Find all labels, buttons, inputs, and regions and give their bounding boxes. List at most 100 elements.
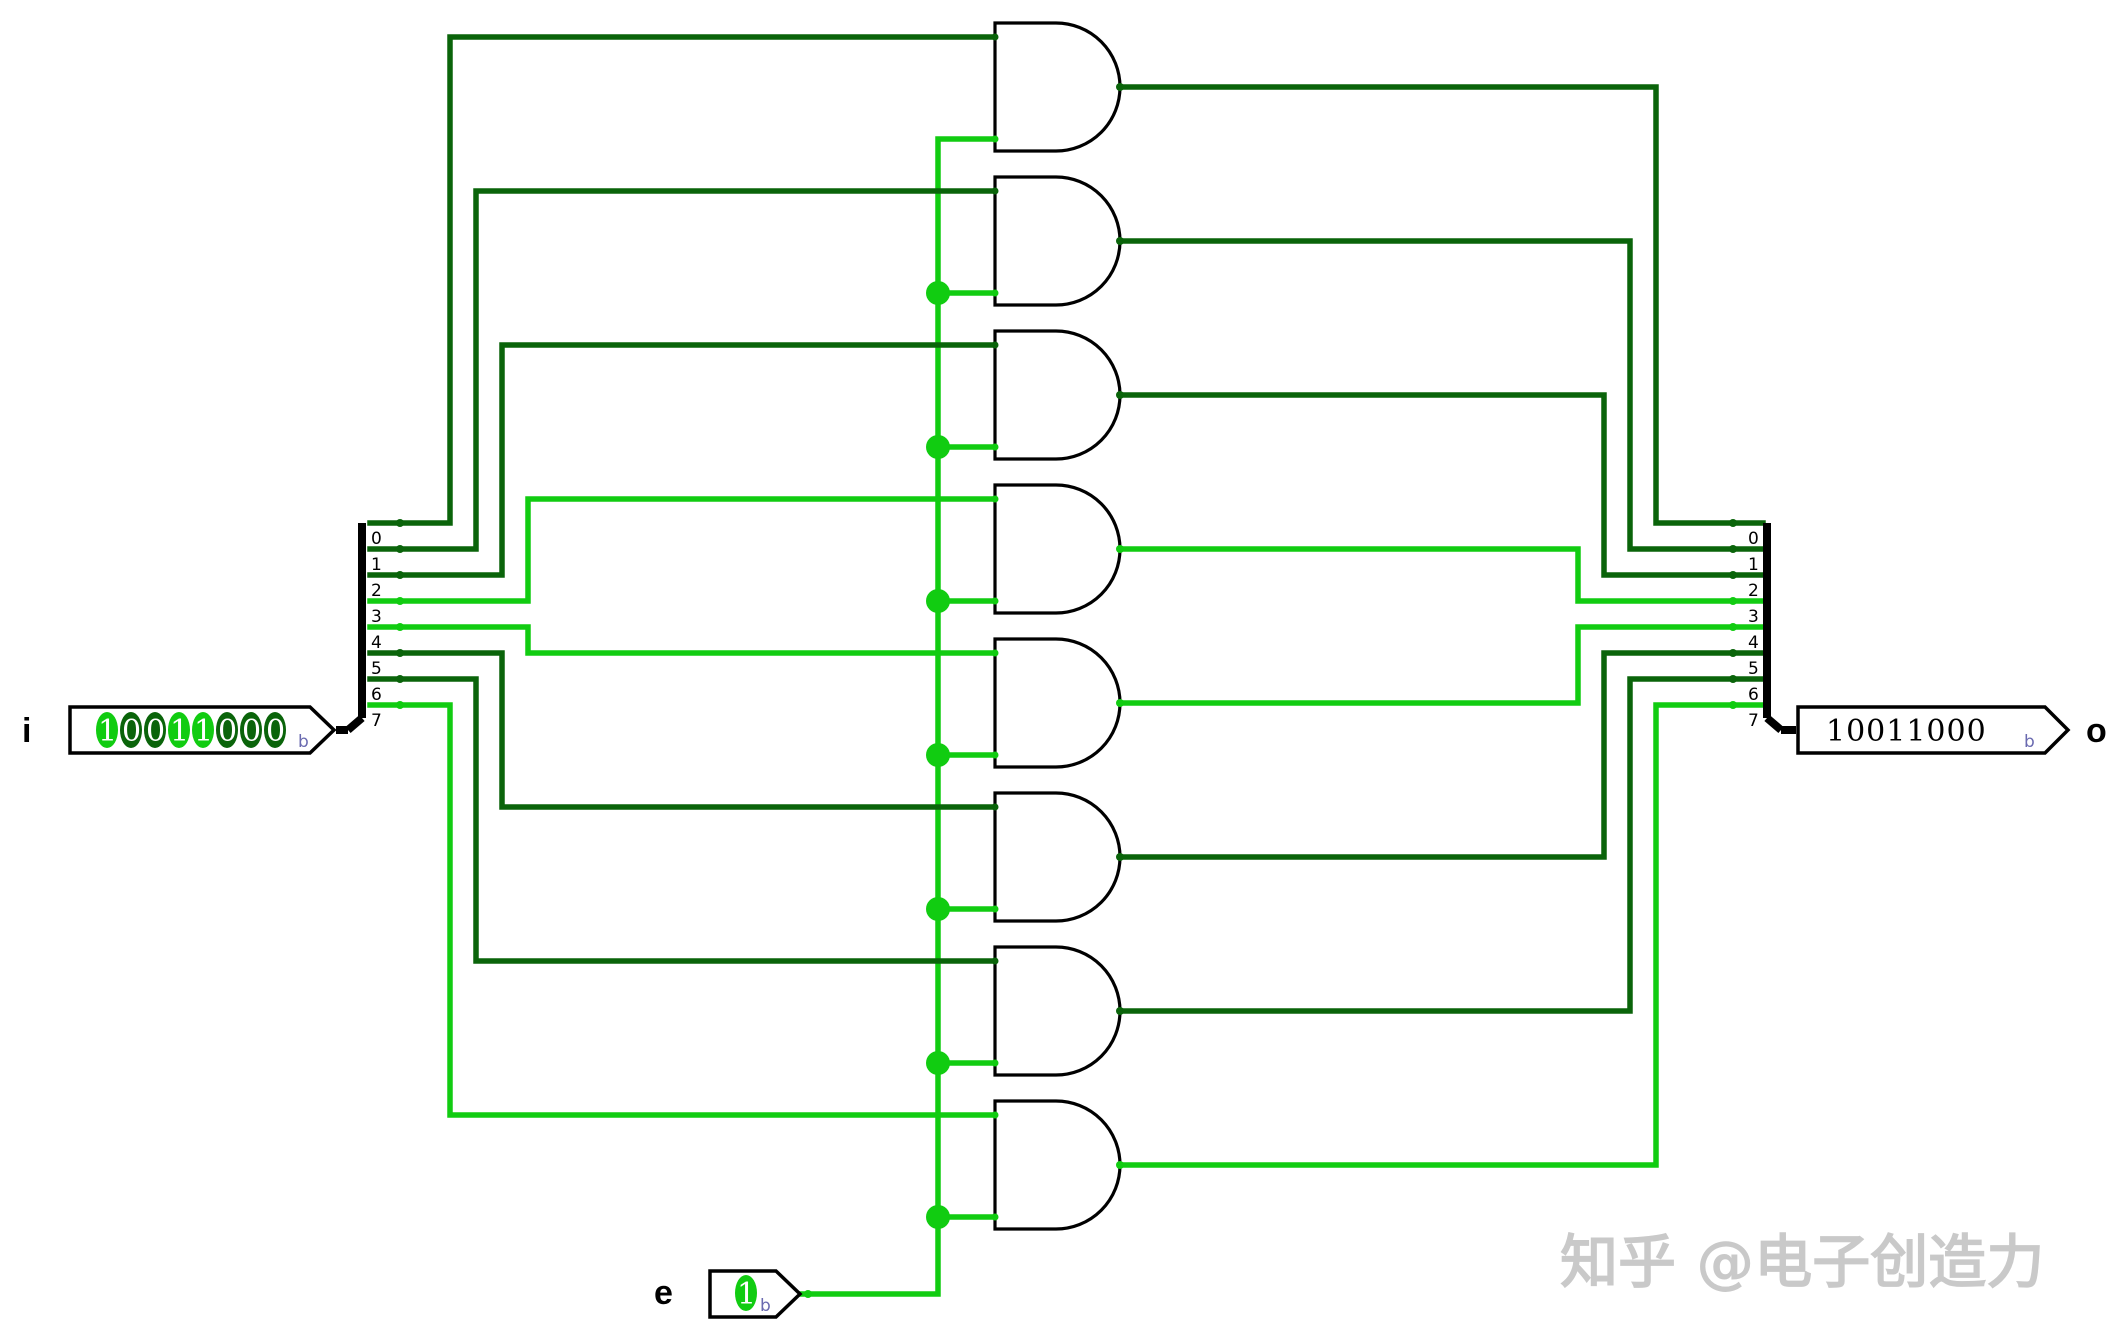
gate-7-input-a-wire (367, 702, 998, 1118)
left-pin-3-dot (396, 597, 404, 605)
input-i-bit-4-bg (192, 712, 214, 748)
input-i-bit-0-bg (96, 712, 118, 748)
and-gate-5[interactable] (993, 791, 1122, 923)
input-i-bit-5-bg (216, 712, 238, 748)
gate-1-output-wire (1117, 238, 1766, 552)
right-pin-5-dot (1729, 649, 1737, 657)
enable-junction-6 (926, 1051, 950, 1075)
enable-junction-1 (926, 281, 950, 305)
and-gate-0[interactable] (993, 21, 1122, 153)
gate-4-pin-b (991, 751, 999, 759)
right-splitter-pin-1: 1 (1748, 555, 1759, 575)
right-splitter-pin-6: 6 (1748, 685, 1759, 705)
enable-junction-2 (926, 435, 950, 459)
gate-7-pin-b (991, 1213, 999, 1221)
input-i-bit-6[interactable]: 0 (242, 714, 261, 749)
right-pin-7-dot (1729, 701, 1737, 709)
right-pin-6-dot (1729, 675, 1737, 683)
gate-3-input-a-wire (367, 496, 998, 604)
left-splitter-pin-3: 3 (371, 607, 382, 627)
gate-1-pin-out (1116, 237, 1124, 245)
input-i-bit-7[interactable]: 0 (266, 714, 285, 749)
junctions-layer (396, 281, 1737, 1298)
right-splitter-pin-4: 4 (1748, 633, 1759, 653)
enable-junction-5 (926, 897, 950, 921)
gate-6-input-a-wire (367, 676, 998, 964)
input-pin-e[interactable]: e 1 b (654, 1269, 803, 1319)
output-o-name: o (2086, 712, 2107, 750)
gate-0-pin-b (991, 135, 999, 143)
right-splitter-pin-3: 3 (1748, 607, 1759, 627)
gate-2-pin-b (991, 443, 999, 451)
gate-5-input-a-wire (367, 650, 998, 810)
gate-6-pin-b (991, 1059, 999, 1067)
gate-0-output-wire (1117, 84, 1766, 526)
enable-junction-4 (926, 743, 950, 767)
gate-4-output-wire (1117, 624, 1766, 706)
gate-4-input-a-wire (367, 624, 998, 656)
right-splitter-pin-7: 7 (1748, 711, 1759, 731)
right-pin-4-dot (1729, 623, 1737, 631)
enable-pin-dot (804, 1290, 812, 1298)
and-gate-2[interactable] (993, 329, 1122, 461)
gate-7-pin-a (991, 1111, 999, 1119)
input-e-bits[interactable]: 1 (735, 1275, 757, 1312)
gate-2-pin-a (991, 341, 999, 349)
input-i-bit-3[interactable]: 1 (170, 714, 189, 749)
gate-6-output-wire (1117, 676, 1766, 1014)
gate-3-output-wire (1117, 546, 1766, 604)
input-i-bit-2-bg (144, 712, 166, 748)
input-i-bit-4[interactable]: 1 (194, 714, 213, 749)
input-i-bit-1[interactable]: 0 (122, 714, 141, 749)
left-splitter-pin-1: 1 (371, 555, 382, 575)
input-e-bit-0[interactable]: 1 (737, 1277, 756, 1312)
and-gate-7[interactable] (993, 1099, 1122, 1231)
and-gate-3[interactable] (993, 483, 1122, 615)
enable-trunk-wire (797, 136, 998, 1297)
right-splitter-pin-0: 0 (1748, 529, 1759, 549)
left-splitter-pin-2: 2 (371, 581, 382, 601)
gate-5-pin-out (1116, 853, 1124, 861)
left-pin-5-dot (396, 649, 404, 657)
input-e-name: e (654, 1274, 673, 1312)
input-i-bit-5[interactable]: 0 (218, 714, 237, 749)
gate-6-pin-a (991, 957, 999, 965)
input-i-bit-3-bg (168, 712, 190, 748)
output-o-suffix: b (2024, 732, 2035, 752)
gate-7-output-wire (1117, 702, 1766, 1168)
right-splitter-pin-5: 5 (1748, 659, 1759, 679)
gate-1-pin-b (991, 289, 999, 297)
left-pin-6-dot (396, 675, 404, 683)
watermark-text: 知乎 @电子创造力 (1560, 1228, 2044, 1296)
right-pin-0-dot (1729, 519, 1737, 527)
input-i-bit-6-bg (240, 712, 262, 748)
gate-5-output-wire (1117, 650, 1766, 860)
left-splitter-pin-7: 7 (371, 711, 382, 731)
input-i-bit-7-bg (264, 712, 286, 748)
left-pin-7-dot (396, 701, 404, 709)
input-e-bit-bg (735, 1275, 757, 1311)
wires-layer (367, 34, 1766, 1297)
output-o-value: 10011000 (1826, 714, 1987, 749)
output-probe-o: 10011000 b o (1796, 705, 2107, 755)
left-pin-4-dot (396, 623, 404, 631)
left-splitter-pin-0: 0 (371, 529, 382, 549)
and-gate-1[interactable] (993, 175, 1122, 307)
gate-7-pin-out (1116, 1161, 1124, 1169)
gate-2-input-a-wire (367, 342, 998, 578)
and-gate-6[interactable] (993, 945, 1122, 1077)
right-splitter-pin-2: 2 (1748, 581, 1759, 601)
gate-1-input-a-wire (367, 188, 998, 552)
and-gate-4[interactable] (993, 637, 1122, 769)
gate-1-pin-a (991, 187, 999, 195)
input-i-suffix: b (298, 732, 309, 752)
enable-junction-7 (926, 1205, 950, 1229)
input-i-bit-0[interactable]: 1 (98, 714, 117, 749)
right-pin-3-dot (1729, 597, 1737, 605)
input-i-bit-2[interactable]: 0 (146, 714, 165, 749)
left-splitter-pin-4: 4 (371, 633, 382, 653)
gate-4-pin-a (991, 649, 999, 657)
